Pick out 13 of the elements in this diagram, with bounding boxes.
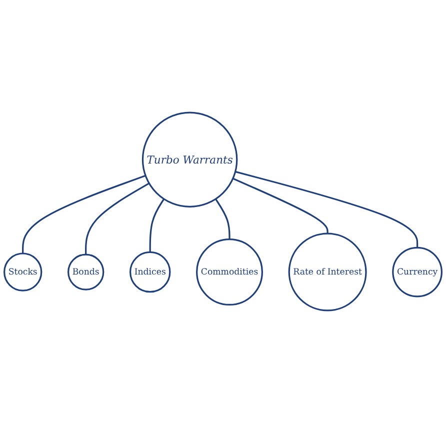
node-circle: Turbo Warrants <box>142 112 238 208</box>
node-circle: Indices <box>129 251 171 293</box>
node-circle: Stocks <box>4 252 42 292</box>
node-circle: Commodities <box>196 238 263 306</box>
node-circle: Currency <box>392 246 442 298</box>
connector <box>214 198 230 240</box>
connector <box>85 182 150 254</box>
connector <box>149 198 165 252</box>
node-circle: Bonds <box>68 254 104 290</box>
connector <box>22 174 146 254</box>
connector <box>232 178 328 234</box>
connector <box>235 170 418 248</box>
node-circle: Rate of Interest <box>288 232 367 312</box>
